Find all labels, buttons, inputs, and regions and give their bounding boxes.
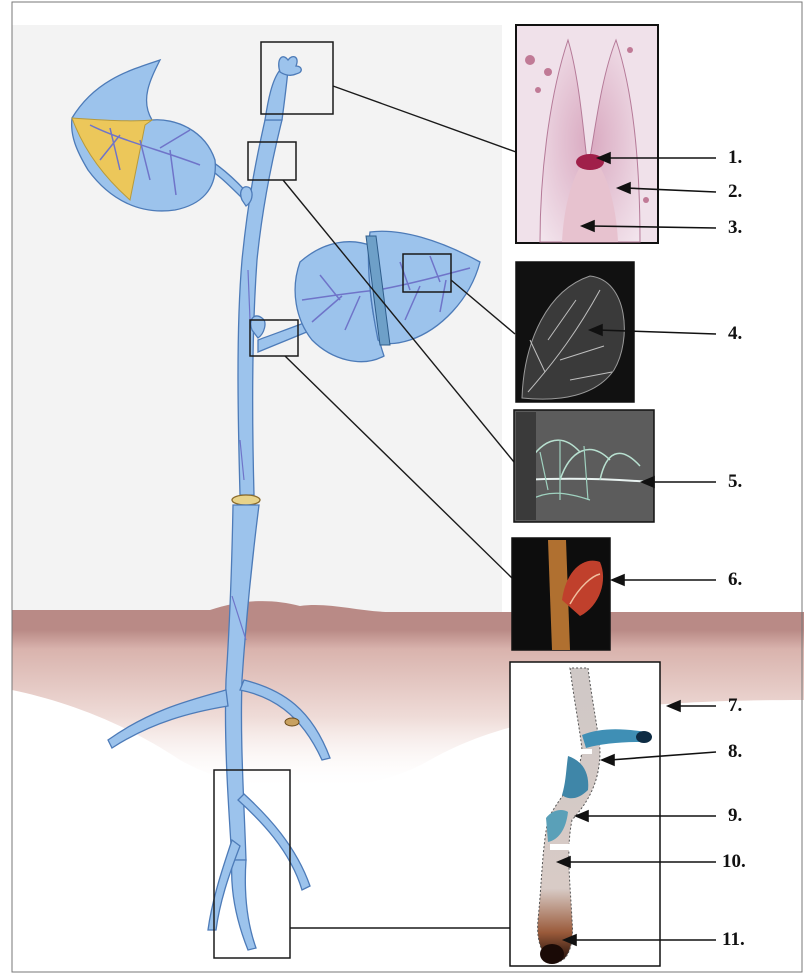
soil [12,601,804,790]
inset-leaf-venation [516,262,634,402]
label-4: 4. [728,324,742,343]
label-5: 5. [728,472,742,491]
inset-stem-vasculature [514,410,654,522]
label-3: 3. [728,218,742,237]
inset-shoot-apex [516,25,658,243]
root-branch [238,794,310,890]
root-tip [232,860,256,950]
stem-cross-section [232,495,260,505]
inset-axillary-bud [512,538,610,650]
label-8: 8. [728,742,742,761]
label-9: 9. [728,806,742,825]
label-7: 7. [728,696,742,715]
label-1: 1. [728,148,742,167]
label-6: 6. [728,570,742,589]
label-2: 2. [728,182,742,201]
label-10: 10. [722,852,746,871]
root-cross-section [285,718,299,726]
label-11: 11. [722,930,745,949]
